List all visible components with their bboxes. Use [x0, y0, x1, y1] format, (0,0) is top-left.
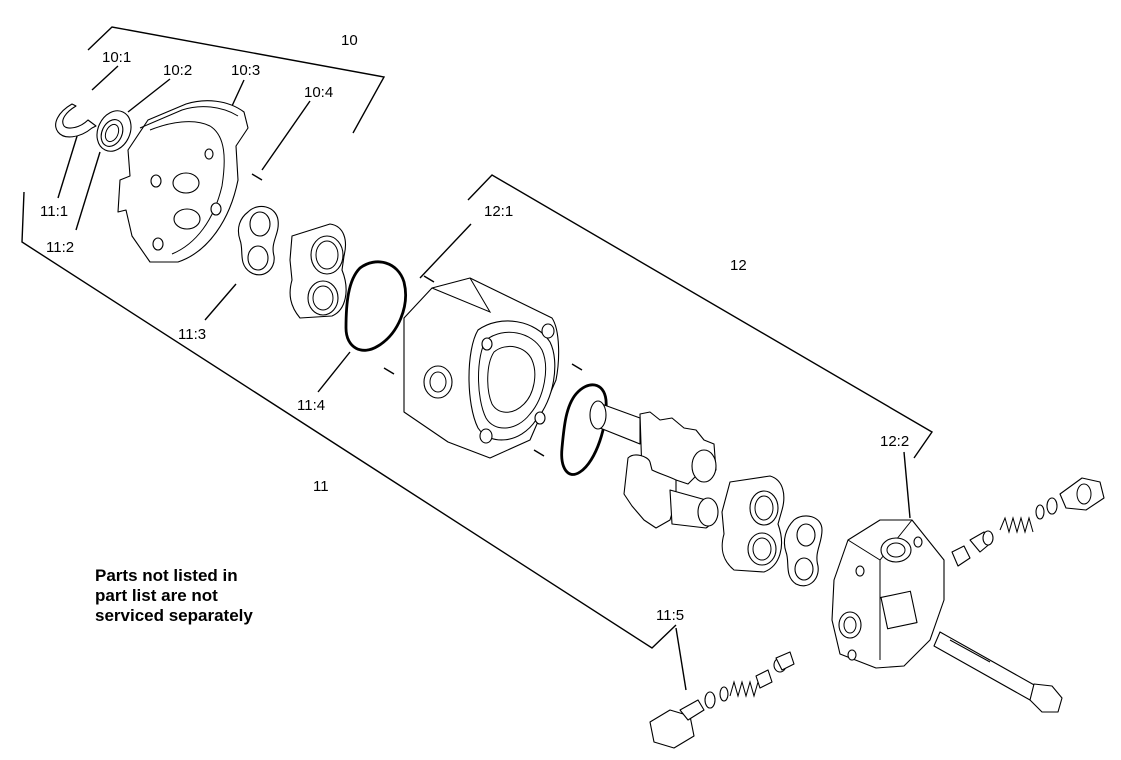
lower-relief-valve-part [649, 651, 795, 749]
bearing-block-left-part [289, 223, 347, 319]
dowel-pin-lower-part [383, 367, 395, 375]
leader-12-1 [419, 223, 472, 279]
leader-11-5 [675, 627, 687, 691]
label-10-4: 10:4 [304, 84, 333, 101]
leader-10-1 [91, 65, 119, 91]
leader-11-4 [317, 351, 351, 393]
label-11-4: 11:4 [297, 397, 325, 414]
rear-cover-part [831, 519, 945, 669]
wear-plate-part [237, 205, 279, 276]
label-11-3: 11:3 [178, 326, 206, 343]
label-12-2: 12:2 [880, 433, 909, 450]
seal-part [96, 110, 132, 152]
bearing-block-right-part [721, 475, 785, 573]
o-ring-seal-right-part [560, 383, 608, 476]
front-cover-part [117, 100, 249, 263]
leader-12-2 [903, 451, 911, 519]
label-10-2: 10:2 [163, 62, 192, 79]
long-bolt-part [933, 631, 1063, 713]
drive-gear-shaft-part [589, 400, 719, 529]
leader-11-1 [57, 132, 79, 199]
label-12-1: 12:1 [484, 203, 513, 220]
wear-plate-right-part [783, 515, 823, 587]
leader-10-3 [231, 79, 245, 107]
dowel-pin-12-1-part [423, 275, 435, 283]
retaining-ring-part [55, 103, 97, 138]
bracket-11 [21, 191, 677, 649]
label-10-3: 10:3 [231, 62, 260, 79]
dowel-pin-right-lower-part [533, 449, 545, 457]
leader-11-2 [75, 151, 101, 231]
label-10-1: 10:1 [102, 49, 131, 66]
parts-note: Parts not listed in part list are not se… [95, 566, 253, 626]
label-11-5: 11:5 [656, 607, 684, 624]
note-line-2: part list are not [95, 586, 218, 605]
dowel-pin-right-upper-part [571, 363, 583, 371]
label-11-1: 11:1 [40, 203, 68, 220]
pump-body-part [403, 277, 560, 459]
leader-11-3 [204, 283, 237, 321]
dowel-pin-part [251, 173, 263, 181]
label-11: 11 [313, 478, 329, 495]
upper-relief-valve-part [951, 477, 1105, 567]
label-10: 10 [341, 32, 358, 49]
label-11-2: 11:2 [46, 239, 74, 256]
o-ring-seal-part [344, 260, 407, 352]
note-line-1: Parts not listed in [95, 566, 238, 585]
bracket-12 [467, 174, 934, 459]
leader-10-2 [127, 78, 171, 113]
bracket-10 [87, 26, 386, 134]
note-line-3: serviced separately [95, 606, 253, 625]
label-12: 12 [730, 257, 747, 274]
leader-10-4 [261, 100, 311, 171]
